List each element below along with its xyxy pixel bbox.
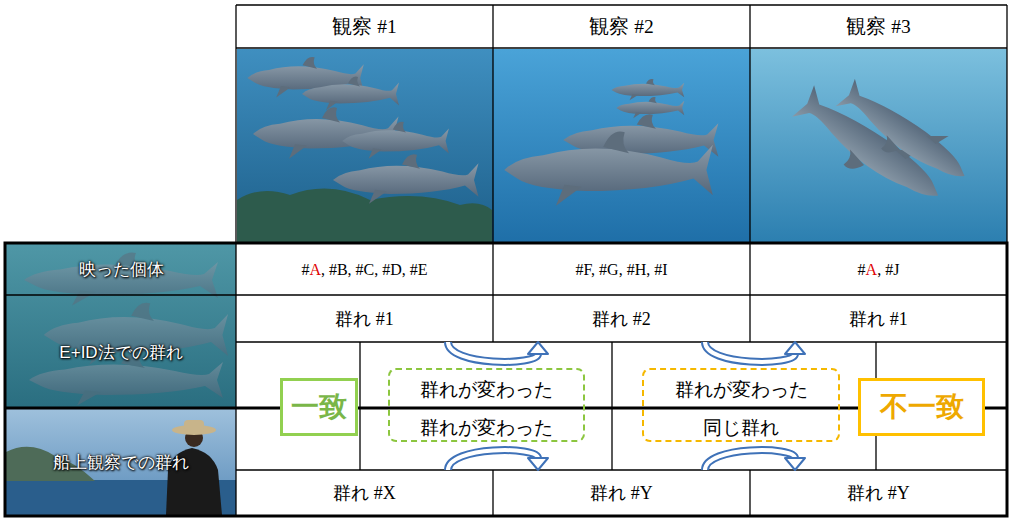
node-text: 一致	[291, 388, 347, 426]
photo-background	[237, 49, 493, 242]
group-cell: 群れ #Y	[493, 470, 750, 516]
dolphin	[612, 79, 685, 100]
dolphin	[831, 73, 979, 197]
row-header: 船上観察での群れ	[8, 440, 234, 484]
arrow-body	[448, 450, 538, 470]
match-box: 一致	[280, 378, 358, 436]
divider-line	[5, 407, 1007, 410]
dolphin	[302, 77, 399, 111]
group-cell: 群れ #X	[236, 470, 493, 516]
node-text: 群れが変わった	[675, 378, 808, 402]
dolphin	[333, 154, 479, 204]
dolphin-group	[786, 56, 978, 226]
curved-arrow	[705, 342, 805, 362]
photo-background	[493, 49, 750, 242]
photo-background	[6, 244, 236, 408]
arrow-head	[785, 458, 805, 470]
arrow-head	[528, 458, 548, 470]
arrow-body	[705, 450, 795, 470]
mismatch-box: 不一致	[858, 378, 985, 436]
arrow-head	[528, 342, 548, 354]
group-cell: 群れ #2	[493, 295, 750, 342]
grid-line	[1006, 5, 1007, 243]
rock	[237, 189, 492, 242]
photo-background	[750, 49, 1007, 242]
table-cell: #A, #B, #C, #D, #E	[236, 245, 493, 295]
dolphin	[504, 131, 713, 205]
grid-line	[235, 5, 236, 516]
grid-line	[236, 469, 1007, 470]
group-cell: 群れ #1	[236, 295, 493, 342]
node-text: 同じ群れ	[703, 416, 779, 440]
row-header: E+ID法での群れ	[8, 330, 234, 374]
node-text: 群れ #1	[849, 307, 908, 331]
grid-line	[611, 342, 612, 470]
group-cell: 群れ #1	[750, 295, 1007, 342]
curved-arrow	[448, 450, 548, 470]
node-text: 群れ #1	[335, 307, 394, 331]
row-header: 映った個体	[8, 247, 234, 291]
person-hat	[184, 420, 204, 430]
grid-line	[492, 470, 493, 516]
grid-line	[359, 342, 360, 470]
comparison-box: 群れが変わった同じ群れ	[642, 368, 840, 442]
grid-line	[236, 341, 1007, 342]
table-border	[5, 243, 1007, 516]
grid-line	[492, 5, 493, 342]
table-cell: #A, #J	[750, 245, 1007, 295]
curved-arrow	[705, 450, 805, 470]
arrow-outline	[705, 450, 795, 470]
node-text: 群れ #2	[592, 307, 651, 331]
node-text: 不一致	[880, 388, 964, 426]
table-cell: #F, #G, #H, #I	[493, 245, 750, 295]
column-header: 観察 #2	[493, 5, 750, 48]
group-cell: 群れ #Y	[750, 470, 1007, 516]
node-text: 群れが変わった	[420, 378, 553, 402]
comparison-box: 群れが変わった群れが変わった	[388, 368, 585, 442]
grid-line	[5, 294, 1007, 295]
grid-line	[236, 47, 1007, 48]
arrow-head	[785, 342, 805, 354]
arrow-body	[448, 342, 538, 362]
dolphin	[342, 122, 449, 159]
grid-line	[749, 470, 750, 516]
grid-line	[236, 4, 1007, 5]
arrow-body	[705, 342, 795, 362]
node-text: 群れ #Y	[590, 481, 653, 505]
grid-line	[749, 5, 750, 342]
node-text: 群れが変わった	[420, 416, 553, 440]
column-header: 観察 #1	[236, 5, 493, 48]
node-text: 群れ #X	[333, 481, 396, 505]
node-text: 群れ #Y	[847, 481, 910, 505]
grid-lines	[5, 5, 1007, 516]
arrow-outline	[705, 342, 795, 362]
curved-arrow	[448, 342, 548, 362]
arrow-outline	[448, 450, 538, 470]
column-header: 観察 #3	[750, 5, 1007, 48]
arrow-outline	[448, 342, 538, 362]
